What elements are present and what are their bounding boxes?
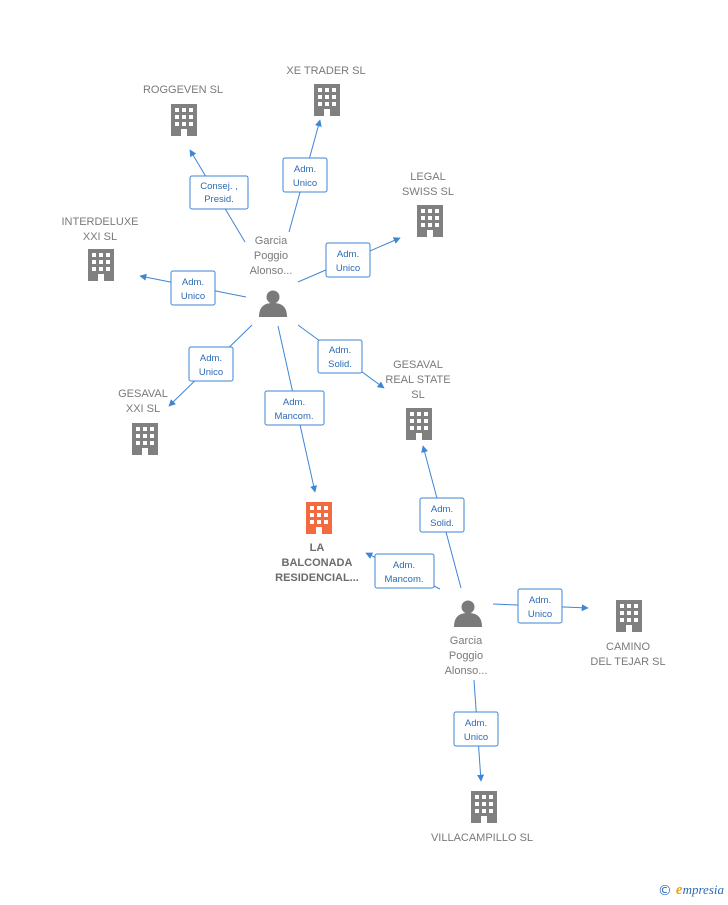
building-icon	[314, 84, 340, 116]
node-label-line2: Poggio	[254, 250, 288, 262]
company-node-balconada-focus[interactable]: LA BALCONADA RESIDENCIAL...	[275, 502, 359, 584]
edge-person1-legal[interactable]: Adm. Unico	[297, 237, 401, 283]
node-label-line2: SWISS SL	[402, 186, 454, 198]
company-node-interdeluxe[interactable]: INTERDELUXE XXI SL	[61, 216, 139, 281]
brand-logo[interactable]: empresia	[676, 882, 724, 899]
node-label-line1: LA	[310, 542, 325, 554]
brand-initial: e	[675, 882, 683, 898]
edge-label-line2: Presid.	[204, 194, 234, 205]
node-label-line1: Garcia	[255, 235, 288, 247]
person-icon	[454, 600, 482, 627]
node-label-line3: RESIDENCIAL...	[275, 572, 359, 584]
edge-label-line1: Adm.	[200, 353, 222, 364]
building-icon	[417, 205, 443, 237]
edge-label-line2: Mancom.	[384, 574, 423, 585]
building-icon	[471, 791, 497, 823]
edge-person1-gesavalxxi[interactable]: Adm. Unico	[168, 324, 253, 407]
company-node-legal[interactable]: LEGAL SWISS SL	[402, 171, 454, 237]
edge-person2-camino[interactable]: Adm. Unico	[492, 588, 589, 624]
node-label-line1: Garcia	[450, 635, 483, 647]
node-label-line1: GESAVAL	[393, 359, 443, 371]
node-label-line2: Poggio	[449, 650, 483, 662]
node-label: VILLACAMPILLO SL	[431, 832, 533, 844]
building-icon	[616, 600, 642, 632]
node-label-line3: Alonso...	[250, 265, 293, 277]
company-node-villacampillo[interactable]: VILLACAMPILLO SL	[431, 791, 533, 844]
brand-name: mpresia	[682, 882, 724, 897]
node-label-line1: GESAVAL	[118, 388, 168, 400]
building-icon	[171, 104, 197, 136]
edge-label-line2: Unico	[293, 178, 317, 189]
building-icon	[132, 423, 158, 455]
node-label-line1: LEGAL	[410, 171, 445, 183]
edge-person2-gesavalreal[interactable]: Adm. Solid.	[419, 445, 465, 589]
node-label-line2: XXI SL	[126, 403, 160, 415]
edge-label-line1: Adm.	[393, 560, 415, 571]
node-label-line1: CAMINO	[606, 641, 650, 653]
node-label-line3: Alonso...	[445, 665, 488, 677]
person-node-2[interactable]: Garcia Poggio Alonso...	[445, 600, 488, 678]
edge-label-line1: Adm.	[431, 504, 453, 515]
edge-label-line2: Mancom.	[274, 411, 313, 422]
building-icon	[406, 408, 432, 440]
building-icon	[88, 249, 114, 281]
company-node-roggeven[interactable]: ROGGEVEN SL	[143, 84, 223, 136]
edge-label-line2: Unico	[181, 291, 205, 302]
node-label-line2: BALCONADA	[282, 557, 353, 569]
building-icon	[306, 502, 332, 534]
edge-person1-xetrader[interactable]: Adm. Unico	[282, 119, 328, 233]
edge-label-line1: Adm.	[294, 164, 316, 175]
person-icon	[259, 290, 287, 317]
node-label-line3: SL	[411, 389, 424, 401]
person-node-1[interactable]: Garcia Poggio Alonso...	[250, 235, 293, 317]
edge-label-line2: Unico	[199, 367, 223, 378]
edge-person1-balconada[interactable]: Adm. Mancom.	[264, 325, 325, 493]
edge-label-line2: Unico	[528, 609, 552, 620]
edge-person1-interdeluxe[interactable]: Adm. Unico	[139, 270, 247, 306]
edge-label-line1: Adm.	[283, 397, 305, 408]
edge-person1-roggeven[interactable]: Consej. , Presid.	[189, 149, 249, 243]
node-label-line2: XXI SL	[83, 231, 117, 243]
node-label-line1: INTERDELUXE	[61, 216, 138, 228]
node-label-line2: DEL TEJAR SL	[590, 656, 665, 668]
edge-label-line1: Adm.	[337, 249, 359, 260]
edge-label-line2: Unico	[464, 732, 488, 743]
edge-label-line2: Solid.	[328, 359, 352, 370]
edge-person2-balconada[interactable]: Adm. Mancom.	[365, 552, 441, 590]
node-label: ROGGEVEN SL	[143, 84, 223, 96]
edge-label-line1: Consej. ,	[200, 181, 238, 192]
edge-label-line1: Adm.	[529, 595, 551, 606]
brand-footer: © empresia	[658, 882, 724, 899]
edge-label-line1: Adm.	[182, 277, 204, 288]
edge-label-line1: Adm.	[329, 345, 351, 356]
edge-person2-villacampillo[interactable]: Adm. Unico	[453, 679, 499, 782]
copyright-icon: ©	[657, 882, 672, 899]
company-node-xetrader[interactable]: XE TRADER SL	[286, 65, 366, 116]
company-node-camino[interactable]: CAMINO DEL TEJAR SL	[590, 600, 666, 668]
edge-label-line2: Solid.	[430, 518, 454, 529]
company-node-gesavalreal[interactable]: GESAVAL REAL STATE SL	[385, 359, 451, 440]
edge-label-line1: Adm.	[465, 718, 487, 729]
node-label: XE TRADER SL	[286, 65, 365, 77]
node-label-line2: REAL STATE	[385, 374, 450, 386]
company-node-gesavalxxi[interactable]: GESAVAL XXI SL	[118, 388, 168, 455]
edge-label-line2: Unico	[336, 263, 360, 274]
edge-person1-gesavalreal[interactable]: Adm. Solid.	[297, 324, 385, 389]
